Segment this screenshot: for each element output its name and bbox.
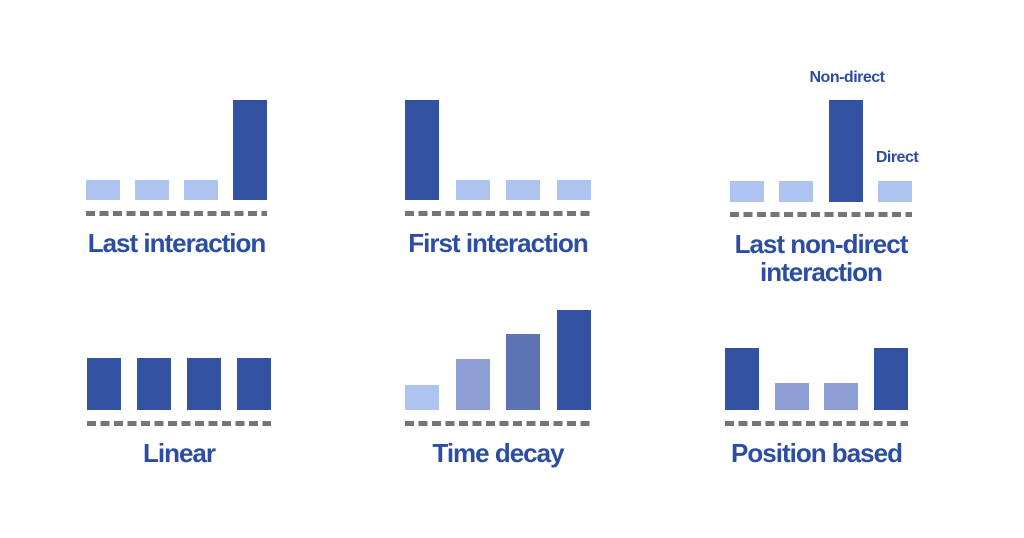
bar-group <box>405 100 591 200</box>
bar-group <box>730 100 912 202</box>
bar-light <box>86 180 120 200</box>
bar-dark <box>556 310 591 410</box>
bar-light <box>405 385 439 410</box>
dashed-baseline <box>86 211 267 216</box>
bar-medium_light <box>824 383 859 410</box>
bar-group <box>405 310 591 410</box>
bar-light <box>506 180 541 200</box>
dashed-baseline <box>405 211 591 216</box>
dashed-baseline <box>725 421 908 426</box>
chart-label-line-1: Last non-direct <box>734 229 909 259</box>
bar-dark <box>405 100 439 200</box>
annotation-direct: Direct <box>875 149 919 166</box>
chart-label-time-decay: Time decay <box>432 438 564 468</box>
chart-first-interaction: First interaction <box>405 100 591 257</box>
bar-medium <box>506 334 541 410</box>
bar-group <box>86 100 267 200</box>
dashed-baseline <box>87 421 271 426</box>
bar-group <box>87 310 271 410</box>
bar-group <box>725 310 908 410</box>
bar-light <box>184 180 218 200</box>
chart-linear: Linear <box>87 310 271 467</box>
bar-light <box>877 181 912 202</box>
chart-label-line-2: interaction <box>760 257 883 287</box>
bar-dark <box>828 100 863 202</box>
bar-medium_light <box>455 359 490 410</box>
bar-dark <box>873 348 908 410</box>
chart-position-based: Position based <box>725 310 908 467</box>
chart-label-position-based: Position based <box>731 438 903 468</box>
dashed-baseline <box>405 421 591 426</box>
chart-label-linear: Linear <box>142 438 216 468</box>
annotation-non-direct: Non-direct <box>809 69 886 86</box>
bar-light <box>556 180 591 200</box>
dashed-baseline <box>730 212 912 217</box>
bar-light <box>779 181 814 202</box>
bar-dark <box>187 358 221 410</box>
bar-dark <box>233 100 267 200</box>
chart-label-last-non-direct-interaction: Last non-direct interaction <box>730 230 912 286</box>
bar-dark <box>725 348 759 410</box>
bar-light <box>135 180 169 200</box>
bar-dark <box>87 358 121 410</box>
chart-label-last-interaction: Last interaction <box>87 228 267 258</box>
chart-time-decay: Time decay <box>405 310 591 467</box>
bar-light <box>455 180 490 200</box>
bar-dark <box>237 358 271 410</box>
chart-last-interaction: Last interaction <box>86 100 267 257</box>
bar-medium_light <box>774 383 809 410</box>
chart-last-non-direct-interaction: Non-direct Direct Last non-direct intera… <box>730 69 919 286</box>
chart-label-first-interaction: First interaction <box>408 228 588 258</box>
bar-light <box>730 181 764 202</box>
bar-dark <box>137 358 171 410</box>
